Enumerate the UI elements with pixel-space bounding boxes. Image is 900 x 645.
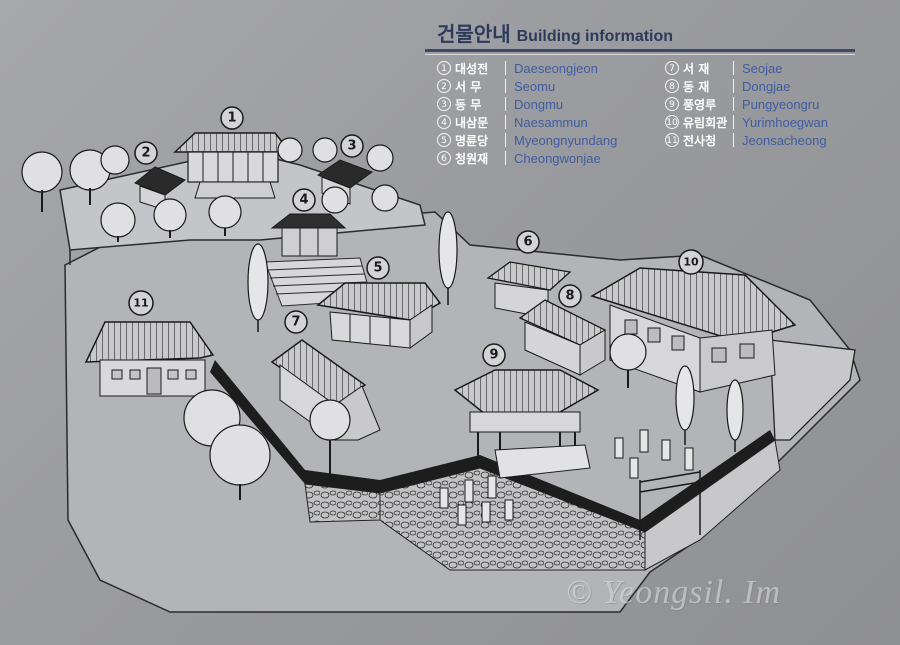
legend-divider [733, 61, 734, 75]
trees [21, 137, 744, 500]
legend-item: 3 동 무 Dongmu [437, 95, 617, 113]
svg-text:8: 8 [565, 289, 574, 304]
legend-korean-name: 대성전 [455, 61, 489, 76]
legend-divider [505, 97, 506, 111]
marker-5: 5 [366, 256, 390, 280]
building-myeongnyundang [316, 282, 442, 349]
svg-text:5: 5 [373, 261, 382, 276]
legend-divider [733, 115, 734, 129]
svg-text:2: 2 [141, 146, 150, 161]
legend-item: 9 풍영루 Pungyeongru [665, 95, 828, 113]
hongsalmun-gate [639, 470, 701, 540]
building-yurimhoegwan [590, 267, 797, 393]
marker-2: 2 [134, 141, 158, 165]
building-seomu [134, 166, 186, 211]
legend-number: 7 [665, 61, 679, 75]
title-underline-light [425, 54, 855, 55]
legend-english-name: Cheongwonjae [514, 150, 601, 166]
legend-korean-name: 청원재 [455, 151, 489, 166]
marker-8: 8 [558, 284, 582, 308]
legend-korean-name: 동 재 [683, 79, 710, 94]
svg-text:7: 7 [291, 315, 300, 330]
title-underline [425, 49, 855, 52]
legend-english-name: Dongjae [742, 78, 791, 94]
legend-english-name: Seojae [742, 60, 783, 76]
legend-english-name: Myeongnyundang [514, 132, 618, 148]
building-information-panel: 건물안내 Building information 1 대성전 Daeseongjeo… [425, 14, 855, 184]
legend-english-name: Seomu [514, 78, 556, 94]
building-jeonsacheong [84, 321, 215, 397]
legend-number: 1 [437, 61, 451, 75]
legend-english-name: Naesammun [514, 114, 588, 130]
legend-item: 5 명륜당 Myeongnyundang [437, 131, 617, 149]
panel-title-korean: 건물안내 [437, 22, 511, 46]
legend-korean-name: 유림회관 [683, 115, 728, 130]
legend-item: 7 서 재 Seojae [665, 59, 828, 77]
legend-number: 2 [437, 79, 451, 93]
legend-number: 11 [665, 133, 679, 147]
marker-4: 4 [292, 188, 316, 212]
legend-number: 8 [665, 79, 679, 93]
legend-number: 6 [437, 151, 451, 165]
svg-text:9: 9 [489, 348, 498, 363]
svg-text:11: 11 [133, 297, 148, 310]
marker-10: 10 [678, 249, 704, 275]
legend-korean-name: 동 무 [455, 97, 482, 112]
legend-item: 6 청원재 Cheongwonjae [437, 149, 617, 167]
legend-divider [733, 79, 734, 93]
legend-divider [505, 61, 506, 75]
legend-item: 1 대성전 Daeseongjeon [437, 59, 617, 77]
legend-divider [505, 79, 506, 93]
panel-title: 건물안내 Building information [437, 18, 673, 47]
legend-korean-name: 풍영루 [683, 97, 717, 112]
building-pungyeongru [453, 369, 600, 479]
building-naesammun [270, 213, 347, 257]
svg-text:4: 4 [299, 193, 308, 208]
stone-tablets [439, 429, 694, 526]
marker-6: 6 [516, 230, 540, 254]
legend-item: 4 내삼문 Naesammun [437, 113, 617, 131]
legend-item: 10 유림회관 Yurimhoegwan [665, 113, 828, 131]
panel-title-english: Building information [516, 28, 674, 45]
legend-korean-name: 서 무 [455, 79, 482, 94]
legend-english-name: Pungyeongru [742, 96, 820, 112]
legend-korean-name: 전사청 [683, 133, 717, 148]
building-dongjae [518, 299, 607, 376]
marker-11: 11 [128, 290, 154, 316]
legend-english-name: Daeseongjeon [514, 60, 598, 76]
svg-text:3: 3 [347, 139, 356, 154]
legend-number: 10 [665, 115, 679, 129]
legend-number: 4 [437, 115, 451, 129]
legend-korean-name: 명륜당 [455, 133, 489, 148]
legend-divider [733, 133, 734, 147]
svg-text:10: 10 [683, 256, 699, 269]
legend-english-name: Jeonsacheong [742, 132, 827, 148]
legend-divider [505, 133, 506, 147]
legend-number: 5 [437, 133, 451, 147]
legend-number: 3 [437, 97, 451, 111]
legend-item: 11 전사청 Jeonsacheong [665, 131, 828, 149]
svg-text:6: 6 [523, 235, 532, 250]
building-daeseongjeon [173, 132, 292, 199]
legend-column-right: 7 서 재 Seojae 8 동 재 Dongjae 9 풍영루 Pungyeongru 1… [665, 59, 828, 149]
legend-divider [733, 97, 734, 111]
legend-item: 8 동 재 Dongjae [665, 77, 828, 95]
marker-3: 3 [340, 134, 364, 158]
legend-number: 9 [665, 97, 679, 111]
marker-9: 9 [482, 343, 506, 367]
marker-7: 7 [284, 310, 308, 334]
legend-english-name: Yurimhoegwan [742, 114, 828, 130]
marker-1: 1 [220, 106, 244, 130]
copyright-watermark: © Yeongsil. Im [566, 574, 782, 611]
legend-item: 2 서 무 Seomu [437, 77, 617, 95]
legend-divider [505, 115, 506, 129]
legend-english-name: Dongmu [514, 96, 564, 112]
legend-divider [505, 151, 506, 165]
legend-korean-name: 서 재 [683, 61, 710, 76]
legend-korean-name: 내삼문 [455, 115, 489, 130]
svg-text:1: 1 [227, 111, 236, 126]
